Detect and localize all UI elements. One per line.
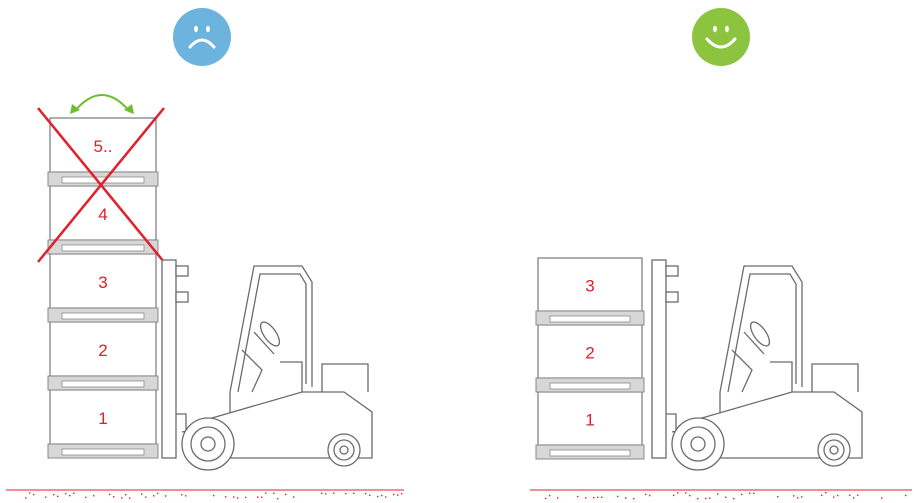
happy-face-icon: [692, 8, 750, 66]
sad-face-icon: [173, 8, 231, 66]
box-number: 1: [585, 411, 594, 430]
forklift-icon: [652, 260, 862, 470]
stack-box: 5..: [48, 118, 158, 186]
stack-box: 1: [48, 390, 158, 458]
box-number: 2: [585, 344, 594, 363]
stack-box: 4: [48, 186, 158, 254]
ground: [6, 490, 404, 499]
box-number: 3: [98, 273, 107, 292]
box-number: 3: [585, 277, 594, 296]
box-number: 5..: [94, 137, 113, 156]
ground: [530, 490, 912, 499]
rotate-arrow-icon: [70, 95, 134, 114]
box-number: 1: [98, 409, 107, 428]
stack-box: 2: [48, 322, 158, 390]
box-number: 4: [98, 205, 107, 224]
left-panel: 1 2 3 4 5..: [6, 8, 404, 499]
stack-box: 3: [536, 258, 644, 325]
box-number: 2: [98, 341, 107, 360]
stack-box: 1: [536, 392, 644, 459]
right-panel: 1 2 3: [530, 8, 912, 499]
forklift-icon: [162, 260, 372, 470]
stack-box: 3: [48, 254, 158, 322]
stack-box: 2: [536, 325, 644, 392]
